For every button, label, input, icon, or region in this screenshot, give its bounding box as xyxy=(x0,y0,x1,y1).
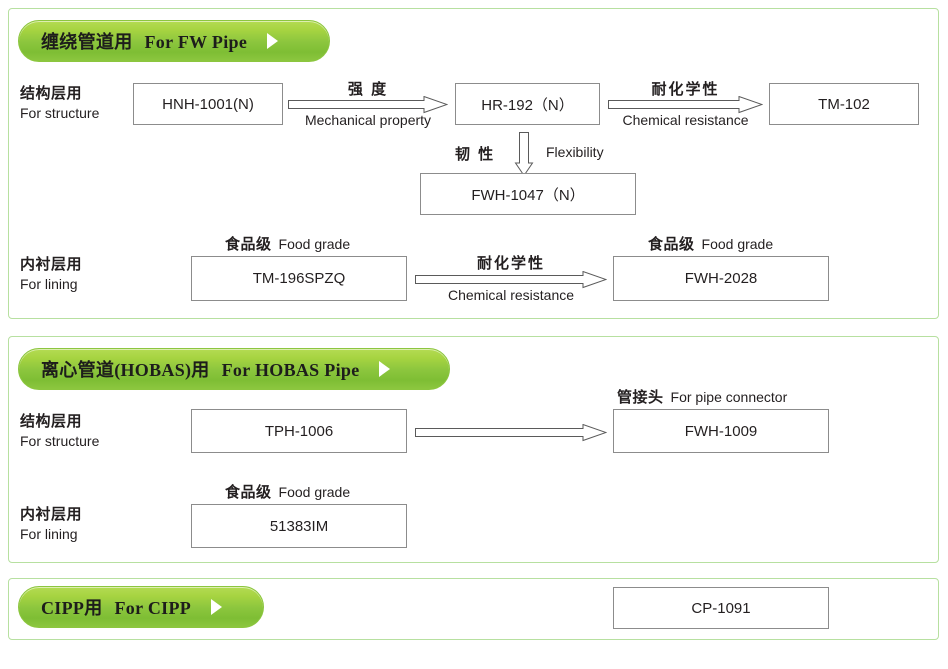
product-box-fwh-1047[interactable]: FWH-1047（N） xyxy=(420,173,636,215)
product-box-label: TPH-1006 xyxy=(264,422,334,440)
triangle-right-icon xyxy=(379,361,391,377)
product-box-fwh-1009[interactable]: FWH-1009 xyxy=(613,409,829,453)
row-label-cn: 内衬层用 xyxy=(20,256,83,273)
arrow-right-hobas-icon xyxy=(415,424,607,442)
arrow-down-flexibility-icon xyxy=(513,132,535,176)
arrow-right-mechanical-icon xyxy=(288,96,448,114)
product-box-fwh-2028[interactable]: FWH-2028 xyxy=(613,256,829,301)
arrow-label-chemical-top-cn: 耐化学性 xyxy=(651,81,720,98)
product-box-label: FWH-1047（N） xyxy=(471,186,585,204)
box-caption-fwh-2028: 食品级 Food grade xyxy=(648,233,773,254)
arrow-label-chemical-lining-cn: 耐化学性 xyxy=(476,255,545,272)
product-box-label: CP-1091 xyxy=(691,599,751,617)
arrow-label-flexibility-en: Flexibility xyxy=(546,144,604,160)
box-caption-en: For pipe connector xyxy=(670,389,788,405)
row-label-en: For structure xyxy=(20,432,100,449)
product-box-label: 51383IM xyxy=(269,517,329,535)
product-box-label: HR-192（N） xyxy=(481,96,574,114)
triangle-right-icon xyxy=(267,33,279,49)
product-box-cp-1091[interactable]: CP-1091 xyxy=(613,587,829,629)
product-box-hnh-1001[interactable]: HNH-1001(N) xyxy=(133,83,283,125)
product-box-label: TM-196SPZQ xyxy=(252,270,346,287)
row-label-en: For structure xyxy=(20,104,100,121)
arrow-right-chemical-top-icon xyxy=(608,96,763,114)
row-label-fw-lining: 内衬层用 For lining xyxy=(20,255,82,293)
arrow-right-chemical-lining-icon xyxy=(415,271,607,289)
arrow-label-chemical-lining-en: Chemical resistance xyxy=(447,287,575,303)
product-box-label: FWH-2028 xyxy=(684,270,758,287)
arrow-label-mechanical-en: Mechanical property xyxy=(304,112,432,128)
product-box-label: TM-102 xyxy=(818,95,870,113)
row-label-cn: 内衬层用 xyxy=(20,506,83,523)
product-box-tm-196spzq[interactable]: TM-196SPZQ xyxy=(191,256,407,301)
box-caption-tm-196: 食品级 Food grade xyxy=(225,233,350,254)
arrow-label-mechanical-cn: 强 度 xyxy=(347,81,389,98)
box-caption-cn: 食品级 xyxy=(225,484,272,501)
product-box-tph-1006[interactable]: TPH-1006 xyxy=(191,409,407,453)
arrow-label-flexibility-cn: 韧 性 xyxy=(455,146,496,163)
box-caption-cn: 食品级 xyxy=(648,236,695,253)
box-caption-cn: 管接头 xyxy=(617,389,664,406)
row-label-cn: 结构层用 xyxy=(20,413,83,430)
product-box-tm-102[interactable]: TM-102 xyxy=(769,83,919,125)
product-box-label: FWH-1009 xyxy=(684,422,758,440)
row-label-hobas-lining: 内衬层用 For lining xyxy=(20,505,82,543)
box-caption-fwh-1009: 管接头 For pipe connector xyxy=(617,386,787,407)
box-caption-cn: 食品级 xyxy=(225,236,272,253)
box-caption-en: Food grade xyxy=(701,236,774,252)
row-label-cn: 结构层用 xyxy=(20,85,83,102)
row-label-hobas-structure: 结构层用 For structure xyxy=(20,412,99,450)
box-caption-en: Food grade xyxy=(278,236,351,252)
product-box-51383im[interactable]: 51383IM xyxy=(191,504,407,548)
box-caption-51383im: 食品级 Food grade xyxy=(225,481,350,502)
row-label-fw-structure: 结构层用 For structure xyxy=(20,84,99,122)
product-box-hr-192[interactable]: HR-192（N） xyxy=(455,83,600,125)
row-label-en: For lining xyxy=(20,525,78,542)
product-box-label: HNH-1001(N) xyxy=(162,95,254,113)
arrow-label-chemical-top-en: Chemical resistance xyxy=(622,112,749,128)
row-label-en: For lining xyxy=(20,275,78,292)
triangle-right-icon xyxy=(211,599,223,615)
box-caption-en: Food grade xyxy=(278,484,351,500)
